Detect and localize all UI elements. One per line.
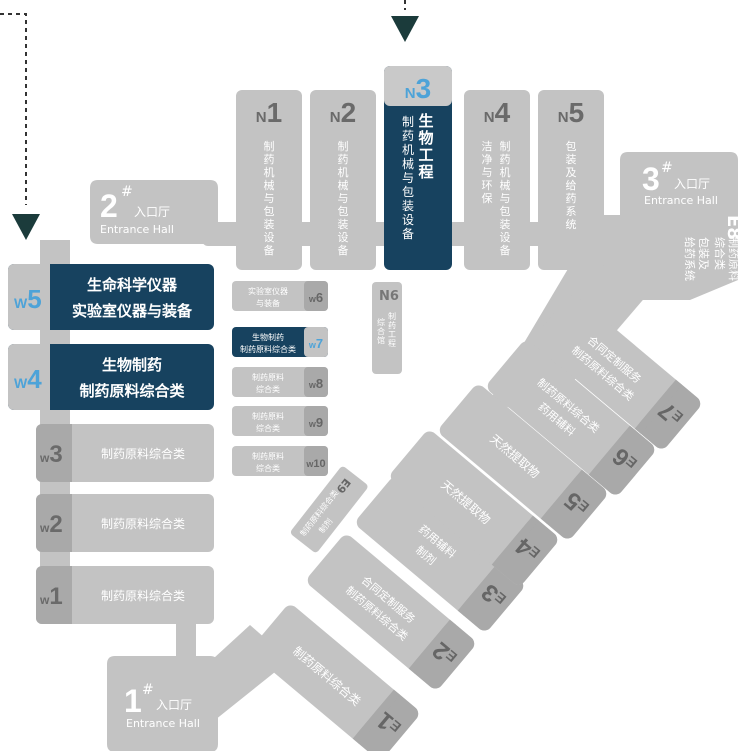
entrance-3-en: Entrance Hall <box>644 194 718 207</box>
hall-e8-line3: 包装及 <box>697 237 710 270</box>
hall-n6-line2: 综合馆 <box>377 317 386 345</box>
hall-w3-line1: 制药原料综合类 <box>101 446 185 461</box>
hall-n4-code: N4 <box>484 97 511 128</box>
hall-w3-code: w3 <box>39 441 63 468</box>
hall-n5-label: 包装及给药系统 <box>566 140 577 231</box>
hall-w9[interactable]: w9 制药原料综合类 <box>232 406 328 436</box>
hall-w5-line1: 生命科学仪器 <box>87 276 178 294</box>
hall-w6-line1: 实验室仪器 <box>248 286 288 296</box>
hall-w9-line1: 制药原料 <box>252 411 284 421</box>
entrance-hall-3[interactable]: 3 # 入口厅 Entrance Hall <box>620 152 738 300</box>
hall-e8-line4: 给药系统 <box>683 237 696 281</box>
middle-halls: w6实验室仪器与装备w7生物制药制药原料综合类w8制药原料综合类w9制药原料综合… <box>232 281 328 476</box>
hall-e8[interactable]: E8 制药原料 综合类 包装及 给药系统 <box>683 215 739 281</box>
entrance-hall-2[interactable]: 2 # 入口厅 Entrance Hall <box>90 180 218 244</box>
hall-w8-code: w8 <box>308 376 323 391</box>
hall-w8-line1: 制药原料 <box>252 372 284 382</box>
hall-w7-line2: 制药原料综合类 <box>240 344 296 354</box>
hall-e8-line2: 综合类 <box>713 237 727 270</box>
hall-n2-code: N2 <box>330 97 356 128</box>
hall-n4-label2: 洁净与环保 <box>482 140 493 205</box>
west-dotted-path <box>0 13 27 205</box>
hall-w5-line2: 实验室仪器与装备 <box>72 302 193 320</box>
hall-n1-label: 制药机械与包装设备 <box>264 140 275 257</box>
hall-w10[interactable]: w10 制药原料综合类 <box>232 446 328 476</box>
hall-w10-code: w10 <box>305 458 325 470</box>
hall-w8[interactable]: w8 制药原料综合类 <box>232 367 328 397</box>
hall-n6-code: N6 <box>379 289 399 304</box>
entrance-3-sup: # <box>661 160 673 176</box>
entrance-arrows <box>0 0 419 240</box>
entrance-2-number: 2 <box>100 188 118 224</box>
entrance-1-zh: 入口厅 <box>156 698 192 712</box>
hall-n1-code: N1 <box>256 97 282 128</box>
north-halls: N1制药机械与包装设备N2制药机械与包装设备N3生物工程制药机械与包装设备N4制… <box>236 66 604 270</box>
hall-w9-code: w9 <box>308 415 323 430</box>
hall-e9[interactable]: E9 制药原料综合类 制剂 <box>289 465 369 554</box>
entrance-hall-1[interactable]: 1 # 入口厅 Entrance Hall <box>107 656 218 751</box>
hall-w5-code: W5 <box>14 284 42 314</box>
hall-n5[interactable]: N5 包装及给药系统 <box>538 90 604 270</box>
hall-w10-line2: 综合类 <box>256 463 280 473</box>
hall-n2[interactable]: N2 制药机械与包装设备 <box>310 90 376 270</box>
hall-n2-label: 制药机械与包装设备 <box>338 140 349 257</box>
entrance-1-number: 1 <box>124 683 142 719</box>
hall-n3-label: 生物工程 <box>418 112 433 181</box>
hall-w1-line1: 制药原料综合类 <box>101 588 185 603</box>
hall-w1-code: w1 <box>39 583 63 610</box>
hall-w1[interactable]: w1 制药原料综合类 <box>36 566 214 624</box>
hall-w4-line1: 生物制药 <box>102 356 162 374</box>
hall-w6-code: w6 <box>308 290 323 305</box>
north-arrow-icon <box>391 16 419 42</box>
hall-w6[interactable]: w6 实验室仪器与装备 <box>232 281 328 311</box>
hall-w2-line1: 制药原料综合类 <box>101 516 185 531</box>
hall-n3-code: N3 <box>405 73 431 104</box>
hall-n3-label2: 制药机械与包装设备 <box>402 115 414 241</box>
entrance-2-zh: 入口厅 <box>134 205 170 219</box>
hall-w9-line2: 综合类 <box>256 423 280 433</box>
hall-w6-line2: 与装备 <box>256 298 280 308</box>
hall-w2[interactable]: w2 制药原料综合类 <box>36 494 214 552</box>
hall-n5-code: N5 <box>558 97 584 128</box>
entrance-2-en: Entrance Hall <box>100 223 174 236</box>
west-arrow-icon <box>12 214 40 240</box>
hall-n4-label: 制药机械与包装设备 <box>500 140 511 257</box>
hall-n1[interactable]: N1 制药机械与包装设备 <box>236 90 302 270</box>
entrance-1-sup: # <box>142 682 154 698</box>
hall-e8-code: E8 <box>723 215 739 240</box>
entrance-3-zh: 入口厅 <box>674 177 710 191</box>
hall-w7-line1: 生物制药 <box>252 332 284 342</box>
entrance-3-number: 3 <box>642 161 660 197</box>
entrance-1-en: Entrance Hall <box>126 717 200 730</box>
hall-w10-line1: 制药原料 <box>252 451 284 461</box>
hall-w4-code: W4 <box>14 364 42 394</box>
hall-w4-line2: 制药原料综合类 <box>79 382 185 400</box>
hall-n6[interactable]: N6 制药工程 综合馆 <box>372 282 402 374</box>
hall-e8-line1: 制药原料 <box>727 237 739 281</box>
hall-w7-code: w7 <box>308 336 323 351</box>
entrance-2-sup: # <box>121 184 133 200</box>
hall-w8-line2: 综合类 <box>256 384 280 394</box>
hall-n6-line1: 制药工程 <box>388 311 397 348</box>
hall-w2-code: w2 <box>39 511 63 538</box>
hall-w3[interactable]: w3 制药原料综合类 <box>36 424 214 482</box>
